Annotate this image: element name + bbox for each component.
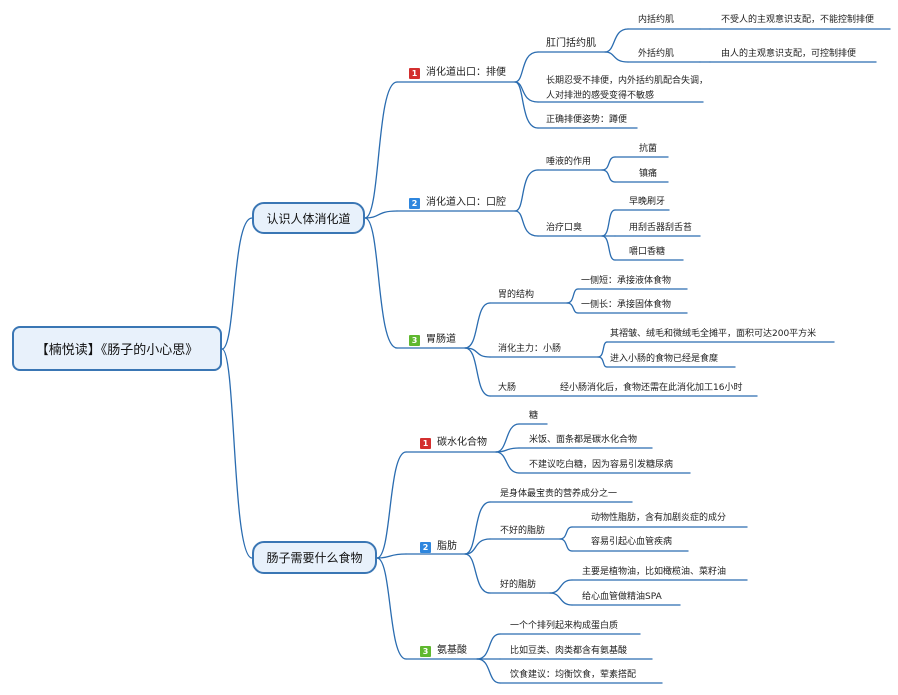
number-badge: 3 [420,646,431,657]
main-topic-label: 肠子需要什么食物 [266,551,363,565]
topic-beans-meat[interactable]: 比如豆类、肉类都含有氨基酸 [510,646,628,656]
subtopic-inlet[interactable]: 2 消化道入口：口腔 [409,196,506,209]
topic-posture[interactable]: 正确排便姿势：蹲便 [546,115,628,125]
subtopic-label: 脂肪 [437,541,457,552]
topic-bad-fat[interactable]: 不好的脂肪 [500,526,546,536]
number-badge: 3 [409,335,420,346]
topic-halitosis[interactable]: 治疗口臭 [546,223,583,233]
topic-pain-relief[interactable]: 镇痛 [639,169,658,179]
root-topic[interactable]: 【楠悦读】《肠子的小心思》 [12,326,222,371]
subtopic-carbohydrates[interactable]: 1 碳水化合物 [420,436,487,449]
subtopic-fat[interactable]: 2 脂肪 [420,540,457,553]
subtopic-label: 消化道出口：排便 [426,67,506,78]
topic-oil-spa[interactable]: 给心血管做精油SPA [582,592,662,602]
topic-internal-sphincter[interactable]: 内括约肌 [638,15,675,25]
topic-tongue-scraper[interactable]: 用刮舌器刮舌苔 [629,223,693,233]
topic-protein[interactable]: 一个个排列起来构成蛋白质 [510,621,619,631]
topic-large-intestine[interactable]: 大肠 [498,383,517,393]
subtopic-gi-tract[interactable]: 3 胃肠道 [409,333,456,346]
subtopic-outlet[interactable]: 1 消化道出口：排便 [409,66,506,79]
topic-external-sphincter[interactable]: 外括约肌 [638,49,675,59]
subtopic-amino-acids[interactable]: 3 氨基酸 [420,644,467,657]
number-badge: 1 [409,68,420,79]
topic-chyme[interactable]: 进入小肠的食物已经是食糜 [610,354,719,364]
main-topic-intestine-food[interactable]: 肠子需要什么食物 [252,541,377,574]
subtopic-label: 碳水化合物 [437,437,487,448]
topic-good-fat[interactable]: 好的脂肪 [500,580,537,590]
topic-sphincter[interactable]: 肛门括约肌 [546,38,596,49]
topic-precious-nutrient[interactable]: 是身体最宝贵的营养成分之一 [500,489,618,499]
topic-rice-noodles[interactable]: 米饭、面条都是碳水化合物 [529,435,638,445]
topic-white-sugar[interactable]: 不建议吃白糖，因为容易引发糖尿病 [529,460,674,470]
topic-large-intestine-desc[interactable]: 经小肠消化后，食物还需在此消化加工16小时 [560,383,743,393]
topic-cardio-disease[interactable]: 容易引起心血管疾病 [591,537,673,547]
main-topic-digestive-tract[interactable]: 认识人体消化道 [252,202,365,234]
topic-folds-area[interactable]: 其褶皱、绒毛和微绒毛全摊平，面积可达200平方米 [610,329,817,339]
number-badge: 1 [420,438,431,449]
topic-chewing-gum[interactable]: 嚼口香糖 [629,247,666,257]
root-topic-label: 【楠悦读】《肠子的小心思》 [35,343,199,358]
subtopic-label: 消化道入口：口腔 [426,197,506,208]
main-topic-label: 认识人体消化道 [266,211,351,226]
topic-saliva[interactable]: 唾液的作用 [546,157,592,167]
topic-diet-advice[interactable]: 饮食建议：均衡饮食，荤素搭配 [510,670,637,680]
topic-long-side[interactable]: 一侧长：承接固体食物 [581,300,672,310]
subtopic-label: 胃肠道 [426,334,456,345]
topic-animal-fat[interactable]: 动物性脂肪，含有加剧炎症的成分 [591,513,727,523]
topic-internal-sphincter-desc[interactable]: 不受人的主观意识支配，不能控制排便 [721,15,875,25]
topic-sugar[interactable]: 糖 [529,411,539,421]
number-badge: 2 [420,542,431,553]
topic-stomach-structure[interactable]: 胃的结构 [498,290,535,300]
subtopic-label: 氨基酸 [437,645,467,656]
topic-external-sphincter-desc[interactable]: 由人的主观意识支配，可控制排便 [721,49,857,59]
topic-brush-teeth[interactable]: 早晚刷牙 [629,197,666,207]
topic-holding-effect[interactable]: 长期忍受不排便，内外括约肌配合失调，人对排泄的感受变得不敏感 [546,76,709,101]
number-badge: 2 [409,198,420,209]
topic-vegetable-oil[interactable]: 主要是植物油，比如橄榄油、菜籽油 [582,567,727,577]
topic-short-side[interactable]: 一侧短：承接液体食物 [581,276,672,286]
topic-small-intestine[interactable]: 消化主力：小肠 [498,344,562,354]
topic-antibacterial[interactable]: 抗菌 [639,144,658,154]
